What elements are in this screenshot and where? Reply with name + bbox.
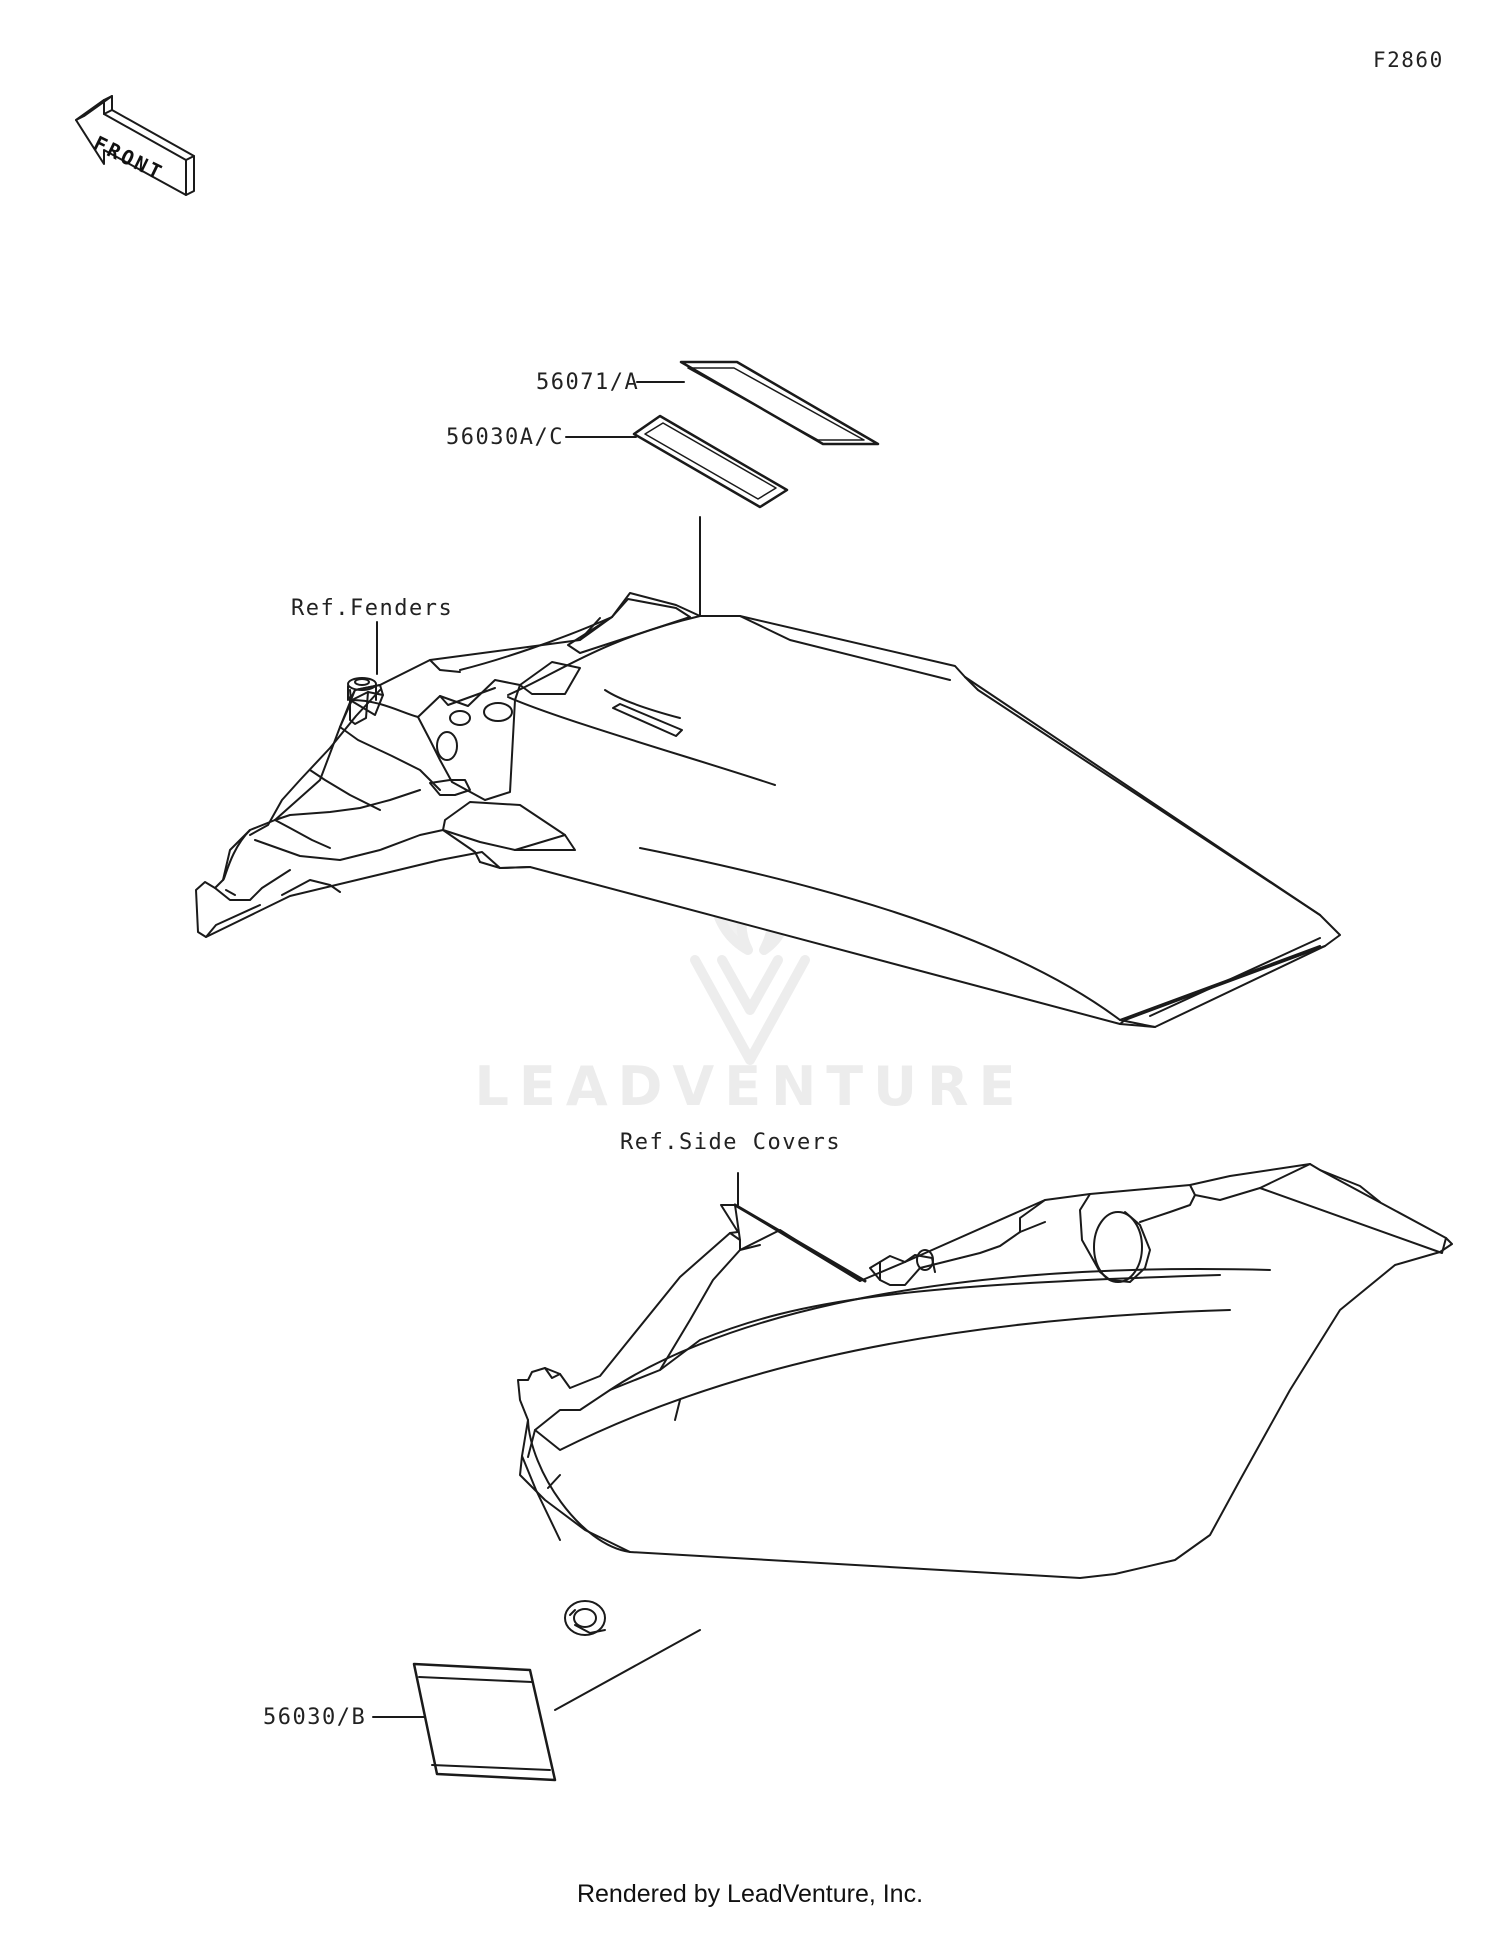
side-cover-edge-highlight [733,1203,867,1283]
rear-fender-drawing [195,592,1341,1028]
callout-56071-a[interactable]: 56071/A [536,370,640,395]
figure-id: F2860 [1373,48,1444,72]
callout-56030-b[interactable]: 56030/B [263,1705,367,1730]
sticker-56071-a [679,360,880,446]
leader-line-side-cover-sticker [554,1629,701,1711]
front-direction-marker: FRONT [75,95,195,196]
callout-56030a-c[interactable]: 56030A/C [446,425,564,450]
side-cover-drawing [517,1163,1453,1636]
leadventure-watermark-text: LEADVENTURE [474,1055,1026,1118]
sticker-56030a-c [632,414,789,509]
callout-ref-side-covers[interactable]: Ref.Side Covers [620,1130,842,1155]
callout-ref-fenders[interactable]: Ref.Fenders [291,596,454,621]
footer-credit: Rendered by LeadVenture, Inc. [576,1880,924,1908]
sticker-56030-b [412,1662,557,1782]
